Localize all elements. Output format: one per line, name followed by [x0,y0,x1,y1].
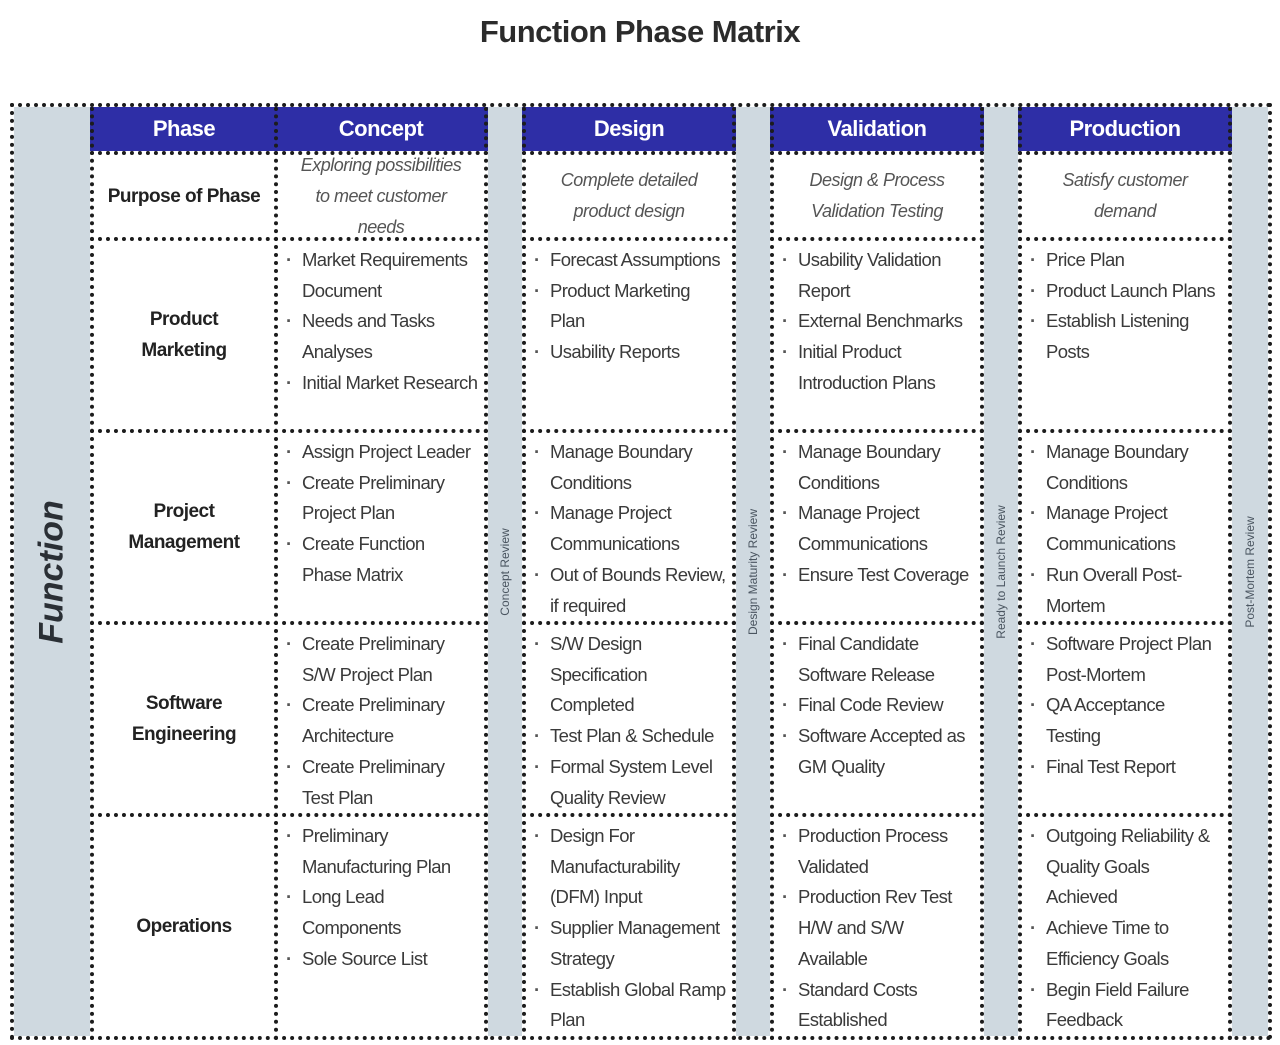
list-item: Standard Costs Established [780,975,974,1036]
list-item: Price Plan [1028,245,1222,276]
list-item: Manage Project Communications [1028,498,1222,559]
review-label: Design Maturity Review [746,508,760,635]
list-item: Ensure Test Coverage [780,560,974,591]
list-item: Create Preliminary Project Plan [284,468,478,529]
list-item: Create Function Phase Matrix [284,529,478,590]
cell-operations-production: Outgoing Reliability & Quality Goals Ach… [1018,813,1232,1040]
review-gutter-production: Post-Mortem Review [1232,107,1268,1036]
list-item: Initial Market Research [284,368,478,399]
function-axis-label: Function [32,499,71,644]
cell-software-engineering-concept: Create Preliminary S/W Project Plan Crea… [274,621,488,817]
list-item: External Benchmarks [780,306,974,337]
list-item: Manage Project Communications [532,498,726,559]
list-item: Establish Listening Posts [1028,306,1222,367]
list-item: Needs and Tasks Analyses [284,306,478,367]
review-gutter-design: Design Maturity Review [736,107,770,1036]
list-item: Long Lead Components [284,882,478,943]
list-item: Final Test Report [1028,752,1222,783]
list-item: QA Acceptance Testing [1028,690,1222,751]
list-item: Forecast Assumptions [532,245,726,276]
cell-software-engineering-design: S/W Design Specification Completed Test … [522,621,736,817]
review-label: Ready to Launch Review [994,504,1008,639]
list-item: Create Preliminary Test Plan [284,752,478,813]
header-design: Design [522,107,736,155]
header-validation: Validation [770,107,984,155]
header-concept: Concept [274,107,488,155]
list-item: Usability Reports [532,337,726,368]
function-axis-gutter: Function [14,107,90,1036]
cell-project-management-design: Manage Boundary Conditions Manage Projec… [522,429,736,625]
cell-product-marketing-design: Forecast Assumptions Product Marketing P… [522,237,736,433]
cell-product-marketing-concept: Market Requirements Document Needs and T… [274,237,488,433]
list-item: Design For Manufacturability (DFM) Input [532,821,726,913]
list-item: Manage Project Communications [780,498,974,559]
header-production: Production [1018,107,1232,155]
list-item: Product Launch Plans [1028,276,1222,307]
cell-project-management-validation: Manage Boundary Conditions Manage Projec… [770,429,984,625]
list-item: Test Plan & Schedule [532,721,726,752]
row-header-label: Product Marketing [141,309,227,361]
list-item: S/W Design Specification Completed [532,629,726,721]
list-item: Out of Bounds Review, if required [532,560,726,621]
purpose-production: Satisfy customer demand [1018,151,1232,241]
cell-operations-validation: Production Process Validated Production … [770,813,984,1040]
list-item: Product Marketing Plan [532,276,726,337]
list-item: Begin Field Failure Feedback [1028,975,1222,1036]
header-phase: Phase [90,107,278,155]
purpose-validation: Design & Process Validation Testing [770,151,984,241]
cell-operations-design: Design For Manufacturability (DFM) Input… [522,813,736,1040]
list-item: Final Code Review [780,690,974,721]
purpose-design: Complete detailed product design [522,151,736,241]
review-gutter-concept: Concept Review [488,107,522,1036]
list-item: Software Accepted as GM Quality [780,721,974,782]
list-item: Production Rev Test H/W and S/W Availabl… [780,882,974,974]
row-header-project-management: Project Management [90,429,278,625]
row-header-software-engineering: Software Engineering [90,621,278,817]
list-item: Formal System Level Quality Review [532,752,726,813]
cell-project-management-production: Manage Boundary Conditions Manage Projec… [1018,429,1232,625]
list-item: Create Preliminary Architecture [284,690,478,751]
list-item: Production Process Validated [780,821,974,882]
list-item: Create Preliminary S/W Project Plan [284,629,478,690]
review-label: Concept Review [498,527,512,616]
cell-project-management-concept: Assign Project Leader Create Preliminary… [274,429,488,625]
cell-software-engineering-production: Software Project Plan Post-Mortem QA Acc… [1018,621,1232,817]
list-item: Final Candidate Software Release [780,629,974,690]
list-item: Supplier Management Strategy [532,913,726,974]
list-item: Sole Source List [284,944,478,975]
purpose-concept: Exploring possibilities to meet customer… [274,151,488,241]
page-title: Function Phase Matrix [479,14,801,49]
row-header-label: Operations [136,916,232,937]
cell-product-marketing-validation: Usability Validation Report External Ben… [770,237,984,433]
row-header-label: Project Management [128,501,240,553]
cell-operations-concept: Preliminary Manufacturing Plan Long Lead… [274,813,488,1040]
row-header-operations: Operations [90,813,278,1040]
row-header-purpose: Purpose of Phase [90,151,278,241]
cell-product-marketing-production: Price Plan Product Launch Plans Establis… [1018,237,1232,433]
list-item: Preliminary Manufacturing Plan [284,821,478,882]
list-item: Assign Project Leader [284,437,478,468]
list-item: Manage Boundary Conditions [1028,437,1222,498]
review-label: Post-Mortem Review [1243,515,1257,628]
list-item: Usability Validation Report [780,245,974,306]
list-item: Market Requirements Document [284,245,478,306]
list-item: Manage Boundary Conditions [780,437,974,498]
cell-software-engineering-validation: Final Candidate Software Release Final C… [770,621,984,817]
list-item: Achieve Time to Efficiency Goals [1028,913,1222,974]
review-gutter-validation: Ready to Launch Review [984,107,1018,1036]
row-header-product-marketing: Product Marketing [90,237,278,433]
list-item: Manage Boundary Conditions [532,437,726,498]
list-item: Outgoing Reliability & Quality Goals Ach… [1028,821,1222,913]
list-item: Software Project Plan Post-Mortem [1028,629,1222,690]
row-header-label: Software Engineering [131,693,237,745]
list-item: Establish Global Ramp Plan [532,975,726,1036]
list-item: Run Overall Post-Mortem [1028,560,1222,621]
list-item: Initial Product Introduction Plans [780,337,974,398]
